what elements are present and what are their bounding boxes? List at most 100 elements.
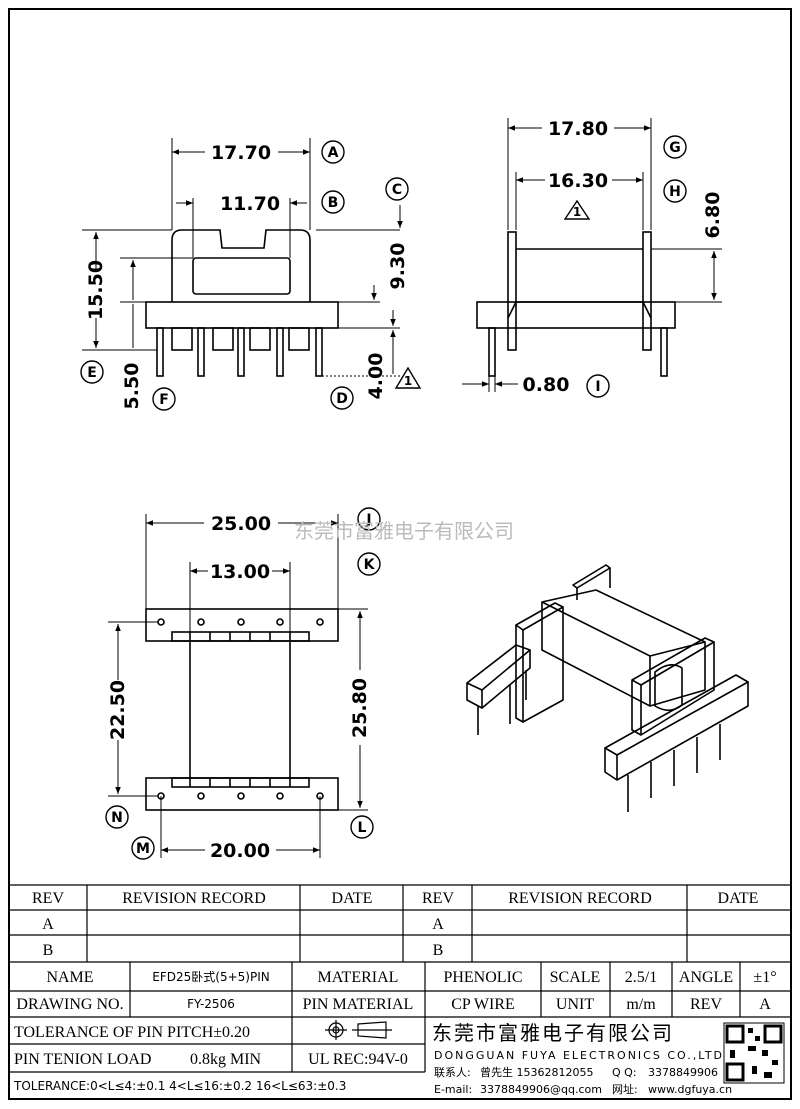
side-view xyxy=(476,231,676,377)
balloon-a: A xyxy=(321,140,345,164)
svg-text:L: L xyxy=(358,820,367,836)
date-header-right: DATE xyxy=(718,890,759,907)
rev-header-right: REV xyxy=(422,890,454,907)
svg-text:K: K xyxy=(364,557,376,573)
email-label: E-mail: xyxy=(434,1083,472,1096)
unit-value: m/m xyxy=(626,996,656,1013)
drawing-no-value: FY-2506 xyxy=(187,997,235,1011)
svg-text:1: 1 xyxy=(404,374,412,388)
revision-triangle-2: 1 xyxy=(394,366,422,389)
dim-15-50: 15.50 xyxy=(85,260,107,320)
svg-text:D: D xyxy=(336,391,348,407)
dim-20-00: 20.00 xyxy=(210,840,270,862)
dim-25-80: 25.80 xyxy=(349,678,371,738)
dim-0-80: 0.80 xyxy=(523,374,570,396)
tolerance-line: TOLERANCE:0<L≤4:±0.1 4<L≤16:±0.2 16<L≤63… xyxy=(13,1079,346,1093)
contact-label: 联系人: xyxy=(434,1066,471,1079)
dim-5-50: 5.50 xyxy=(121,363,143,410)
balloon-e: E xyxy=(80,360,104,384)
title-block-grid xyxy=(9,884,791,1073)
front-view xyxy=(145,229,339,377)
website-value: www.dgfuya.cn xyxy=(648,1083,732,1096)
svg-text:N: N xyxy=(111,810,123,826)
revision-record-header-left: REVISION RECORD xyxy=(122,890,266,907)
rev-a-right: A xyxy=(432,916,444,933)
material-label: MATERIAL xyxy=(318,969,399,986)
material-value: PHENOLIC xyxy=(443,969,522,986)
dim-13-00: 13.00 xyxy=(210,561,270,583)
revision-triangle-1: 1 xyxy=(563,199,591,220)
svg-text:F: F xyxy=(159,392,169,408)
balloon-i: I xyxy=(586,374,610,398)
pin-material-label: PIN MATERIAL xyxy=(303,996,414,1013)
dim-22-50: 22.50 xyxy=(107,680,129,740)
svg-text:M: M xyxy=(136,841,150,857)
isometric-view xyxy=(466,564,749,812)
dim-11-70: 11.70 xyxy=(220,193,280,215)
rev-header-left: REV xyxy=(32,890,64,907)
balloon-n: N xyxy=(105,805,129,829)
date-header-left: DATE xyxy=(332,890,373,907)
qr-code-icon xyxy=(723,1022,785,1084)
watermark: 东莞市富雅电子有限公司 xyxy=(294,519,514,543)
dim-17-80: 17.80 xyxy=(548,118,608,140)
angle-value: ±1° xyxy=(753,969,776,986)
ul-rec: UL REC:94V-0 xyxy=(308,1051,408,1068)
rev-value: A xyxy=(759,996,771,1013)
projection-symbol xyxy=(325,1020,392,1040)
svg-text:E: E xyxy=(87,365,97,381)
sheet-border xyxy=(8,8,792,1100)
scale-value: 2.5/1 xyxy=(625,969,657,986)
email-value: 3378849906@qq.com xyxy=(480,1083,602,1096)
bottom-view-dims xyxy=(108,514,368,858)
bottom-view xyxy=(145,608,339,811)
balloon-f: F xyxy=(152,387,176,411)
balloon-h: H xyxy=(663,179,687,203)
svg-text:A: A xyxy=(328,145,339,161)
rev-label: REV xyxy=(690,996,722,1013)
drawing-no-label: DRAWING NO. xyxy=(16,996,123,1013)
rev-b-left: B xyxy=(43,942,54,959)
svg-text:1: 1 xyxy=(573,205,581,219)
angle-label: ANGLE xyxy=(679,969,733,986)
svg-text:C: C xyxy=(392,182,402,198)
side-view-dims xyxy=(462,118,722,392)
dim-9-30: 9.30 xyxy=(387,243,409,290)
unit-label: UNIT xyxy=(556,996,594,1013)
pin-tension-value: 0.8kg MIN xyxy=(190,1051,262,1068)
rev-b-right: B xyxy=(433,942,444,959)
balloon-m: M xyxy=(131,836,155,860)
dim-16-30: 16.30 xyxy=(548,170,608,192)
qq-value: 3378849906 xyxy=(648,1066,718,1079)
balloon-j: J xyxy=(357,507,381,531)
balloon-b: B xyxy=(321,190,345,214)
company-name-cn: 东莞市富雅电子有限公司 xyxy=(432,1021,674,1045)
balloon-k: K xyxy=(357,552,381,576)
pin-material-value: CP WIRE xyxy=(451,996,515,1013)
pin-pitch-tolerance: TOLERANCE OF PIN PITCH±0.20 xyxy=(14,1024,250,1041)
contact-value: 曾先生 15362812055 xyxy=(480,1065,593,1079)
dim-17-70: 17.70 xyxy=(211,142,271,164)
svg-text:B: B xyxy=(328,195,339,211)
revision-record-header-right: REVISION RECORD xyxy=(508,890,652,907)
balloon-g: G xyxy=(663,135,687,159)
svg-text:J: J xyxy=(365,512,371,528)
svg-text:I: I xyxy=(595,379,600,395)
name-value: EFD25卧式(5+5)PIN xyxy=(152,970,269,984)
svg-text:G: G xyxy=(669,140,681,156)
rev-a-left: A xyxy=(42,916,54,933)
qq-label: Q Q: xyxy=(612,1066,637,1079)
dim-6-80: 6.80 xyxy=(702,192,724,239)
front-view-dims xyxy=(82,138,403,377)
company-name-en: DONGGUAN FUYA ELECTRONICS CO.,LTD xyxy=(434,1049,724,1062)
balloon-l: L xyxy=(350,815,374,839)
balloon-d: D xyxy=(330,386,354,410)
svg-text:H: H xyxy=(669,184,681,200)
name-label: NAME xyxy=(46,969,93,986)
website-label: 网址: xyxy=(612,1082,638,1096)
scale-label: SCALE xyxy=(550,969,601,986)
dim-4-00: 4.00 xyxy=(365,353,387,400)
balloon-c: C xyxy=(385,177,409,201)
dim-25-00: 25.00 xyxy=(211,513,271,535)
